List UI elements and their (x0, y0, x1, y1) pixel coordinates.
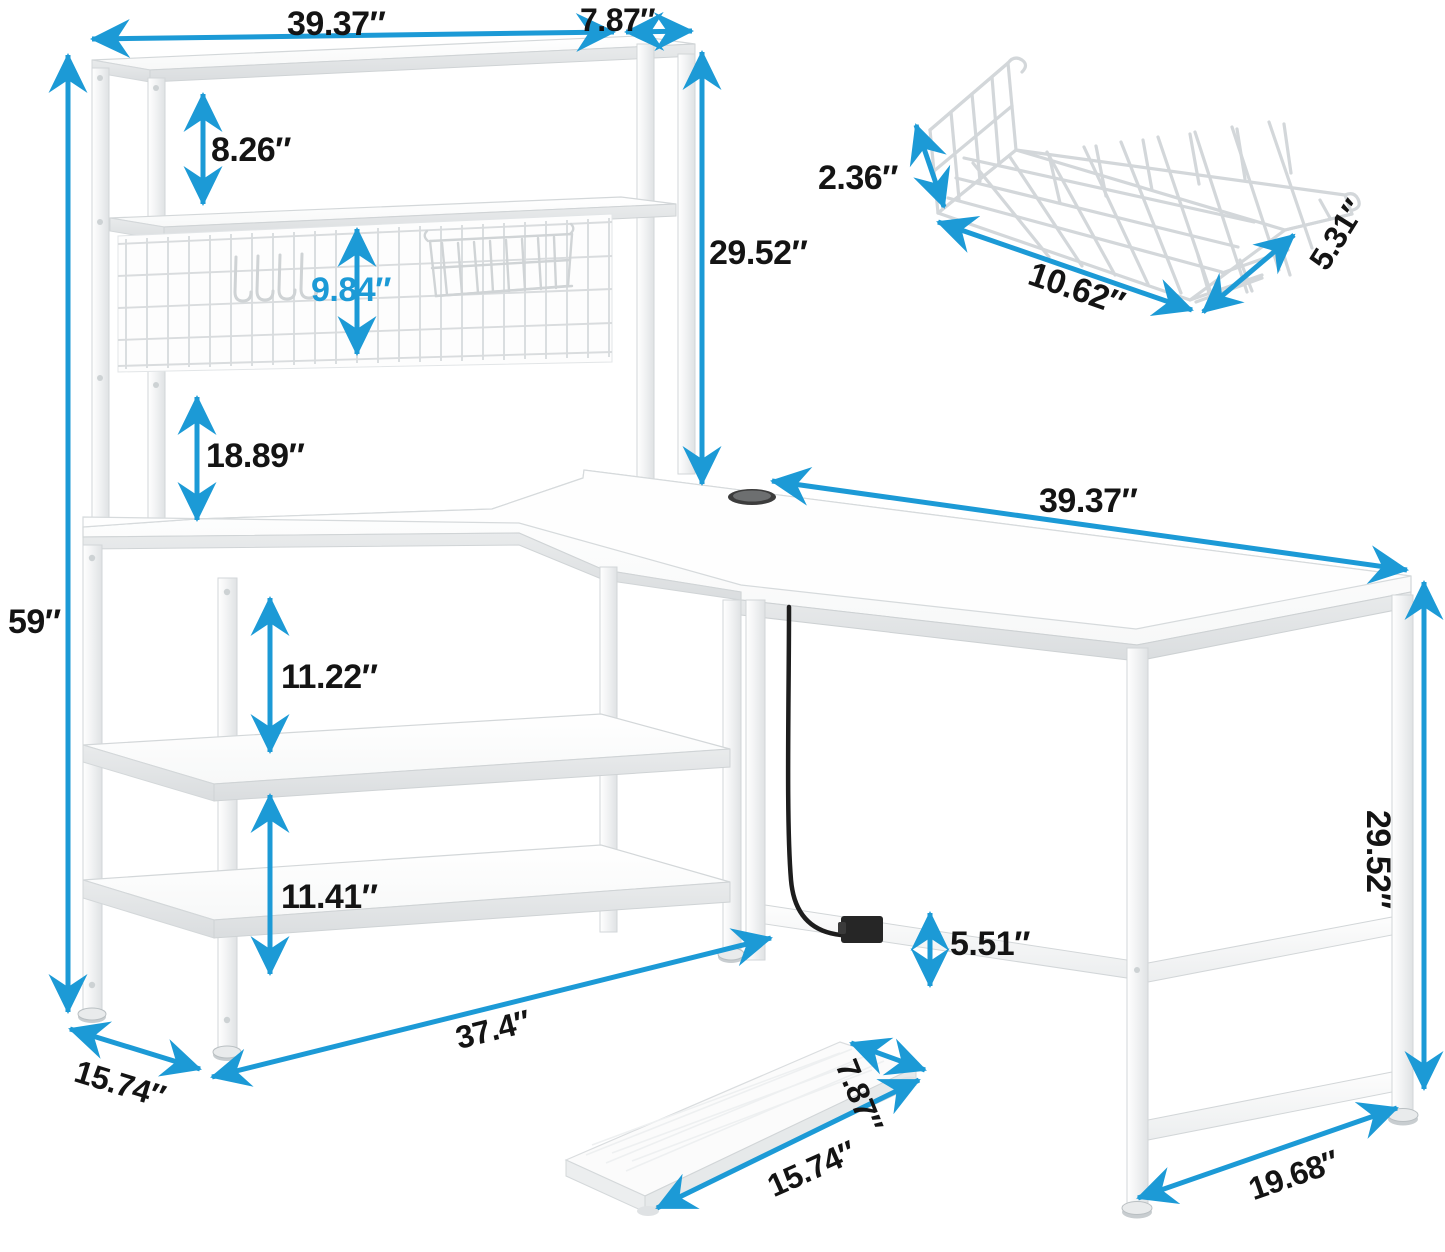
label-hutch-top-width: 39.37″ (287, 5, 386, 43)
dim-line-board-width (849, 1037, 927, 1076)
desk-rail-right-upper (1147, 916, 1393, 983)
label-desk-height: 29.52″ (1359, 810, 1397, 909)
dim-line-bookshelf-depth (68, 1021, 202, 1077)
mesh-panel (117, 213, 613, 373)
mesh-panel-hooks (233, 252, 319, 303)
bookshelf-middle-shelf (82, 713, 731, 802)
label-basket-height: 2.36″ (818, 159, 898, 197)
dim-line-basket-length (936, 216, 1194, 316)
dim-line-basket-height (909, 123, 951, 209)
desktop-surface (82, 469, 1412, 662)
dim-line-hutch-top-width (90, 13, 616, 58)
power-strip-assembly (785, 604, 883, 943)
label-desktop-width: 39.37″ (1039, 482, 1138, 520)
dim-line-desktop-width (770, 466, 1409, 585)
label-mesh-panel-height: 9.84″ (311, 271, 391, 309)
wire-basket-callout (928, 56, 1361, 304)
label-top-shelf-clearance: 8.26″ (211, 131, 291, 169)
label-hutch-top-depth: 7.87″ (580, 2, 656, 38)
label-overall-height: 59″ (8, 603, 61, 641)
dim-line-basket-depth (1201, 233, 1296, 314)
dim-line-bookshelf-width (210, 928, 773, 1087)
label-hutch-lower-clearance: 18.89″ (206, 437, 305, 475)
label-hutch-height: 29.52″ (709, 234, 808, 272)
label-shelf-gap-lower: 11.41″ (281, 878, 378, 916)
mesh-hanging-basket (423, 222, 575, 298)
basket-hook-left (928, 56, 1028, 132)
power-strip-outlet (841, 916, 883, 943)
dim-line-desk-depth (1136, 1102, 1399, 1204)
power-cord (785, 604, 844, 938)
dim-line-hutch-top-depth (624, 11, 694, 52)
label-shelf-gap-upper: 11.22″ (281, 658, 378, 696)
dim-line-board-length (655, 1077, 921, 1211)
label-outlet-height: 5.51″ (950, 925, 1030, 963)
bookshelf-bottom-shelf (82, 844, 731, 939)
basket-far-wall (1047, 122, 1332, 220)
